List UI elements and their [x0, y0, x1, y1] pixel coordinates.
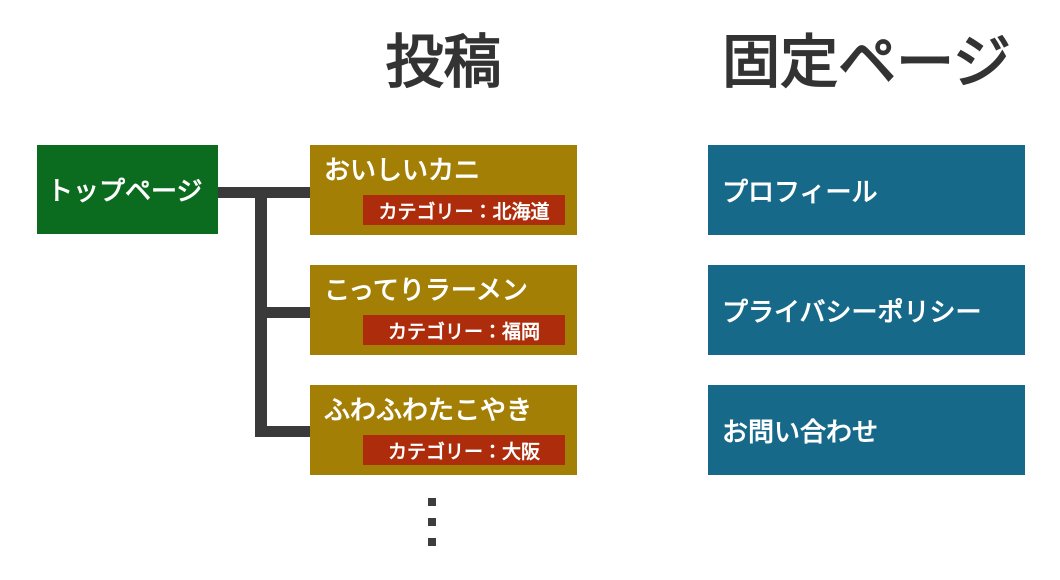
top-page-label: トップページ	[47, 176, 203, 206]
post-node: こってりラーメン カテゴリー：福岡	[310, 265, 577, 355]
fixed-pages-column-title: 固定ページ	[722, 30, 1011, 95]
fixed-page-label: プロフィール	[722, 176, 878, 207]
ellipsis-dot	[428, 518, 436, 526]
post-title: ふわふわたこやき	[324, 395, 533, 425]
post-title: こってりラーメン	[324, 275, 528, 305]
posts-column-title: 投稿	[385, 30, 502, 95]
fixed-page-node: お問い合わせ	[708, 385, 1025, 475]
top-page-node: トップページ	[37, 145, 218, 234]
ellipsis-dot	[428, 538, 436, 546]
post-node: おいしいカニ カテゴリー：北海道	[310, 145, 577, 235]
post-title: おいしいカニ	[324, 155, 481, 185]
category-badge: カテゴリー：福岡	[363, 315, 565, 345]
post-node: ふわふわたこやき カテゴリー：大阪	[310, 385, 577, 475]
fixed-page-label: お問い合わせ	[722, 416, 879, 447]
ellipsis-dot	[428, 498, 436, 506]
connector-branch-middle	[255, 307, 310, 318]
fixed-page-node: プロフィール	[708, 145, 1025, 235]
vertical-ellipsis-icon	[428, 498, 436, 546]
category-badge: カテゴリー：大阪	[363, 435, 565, 465]
fixed-page-label: プライバシーポリシー	[722, 296, 982, 327]
category-badge: カテゴリー：北海道	[363, 195, 565, 225]
connector-branch-bottom	[255, 426, 310, 437]
fixed-page-node: プライバシーポリシー	[708, 265, 1025, 355]
